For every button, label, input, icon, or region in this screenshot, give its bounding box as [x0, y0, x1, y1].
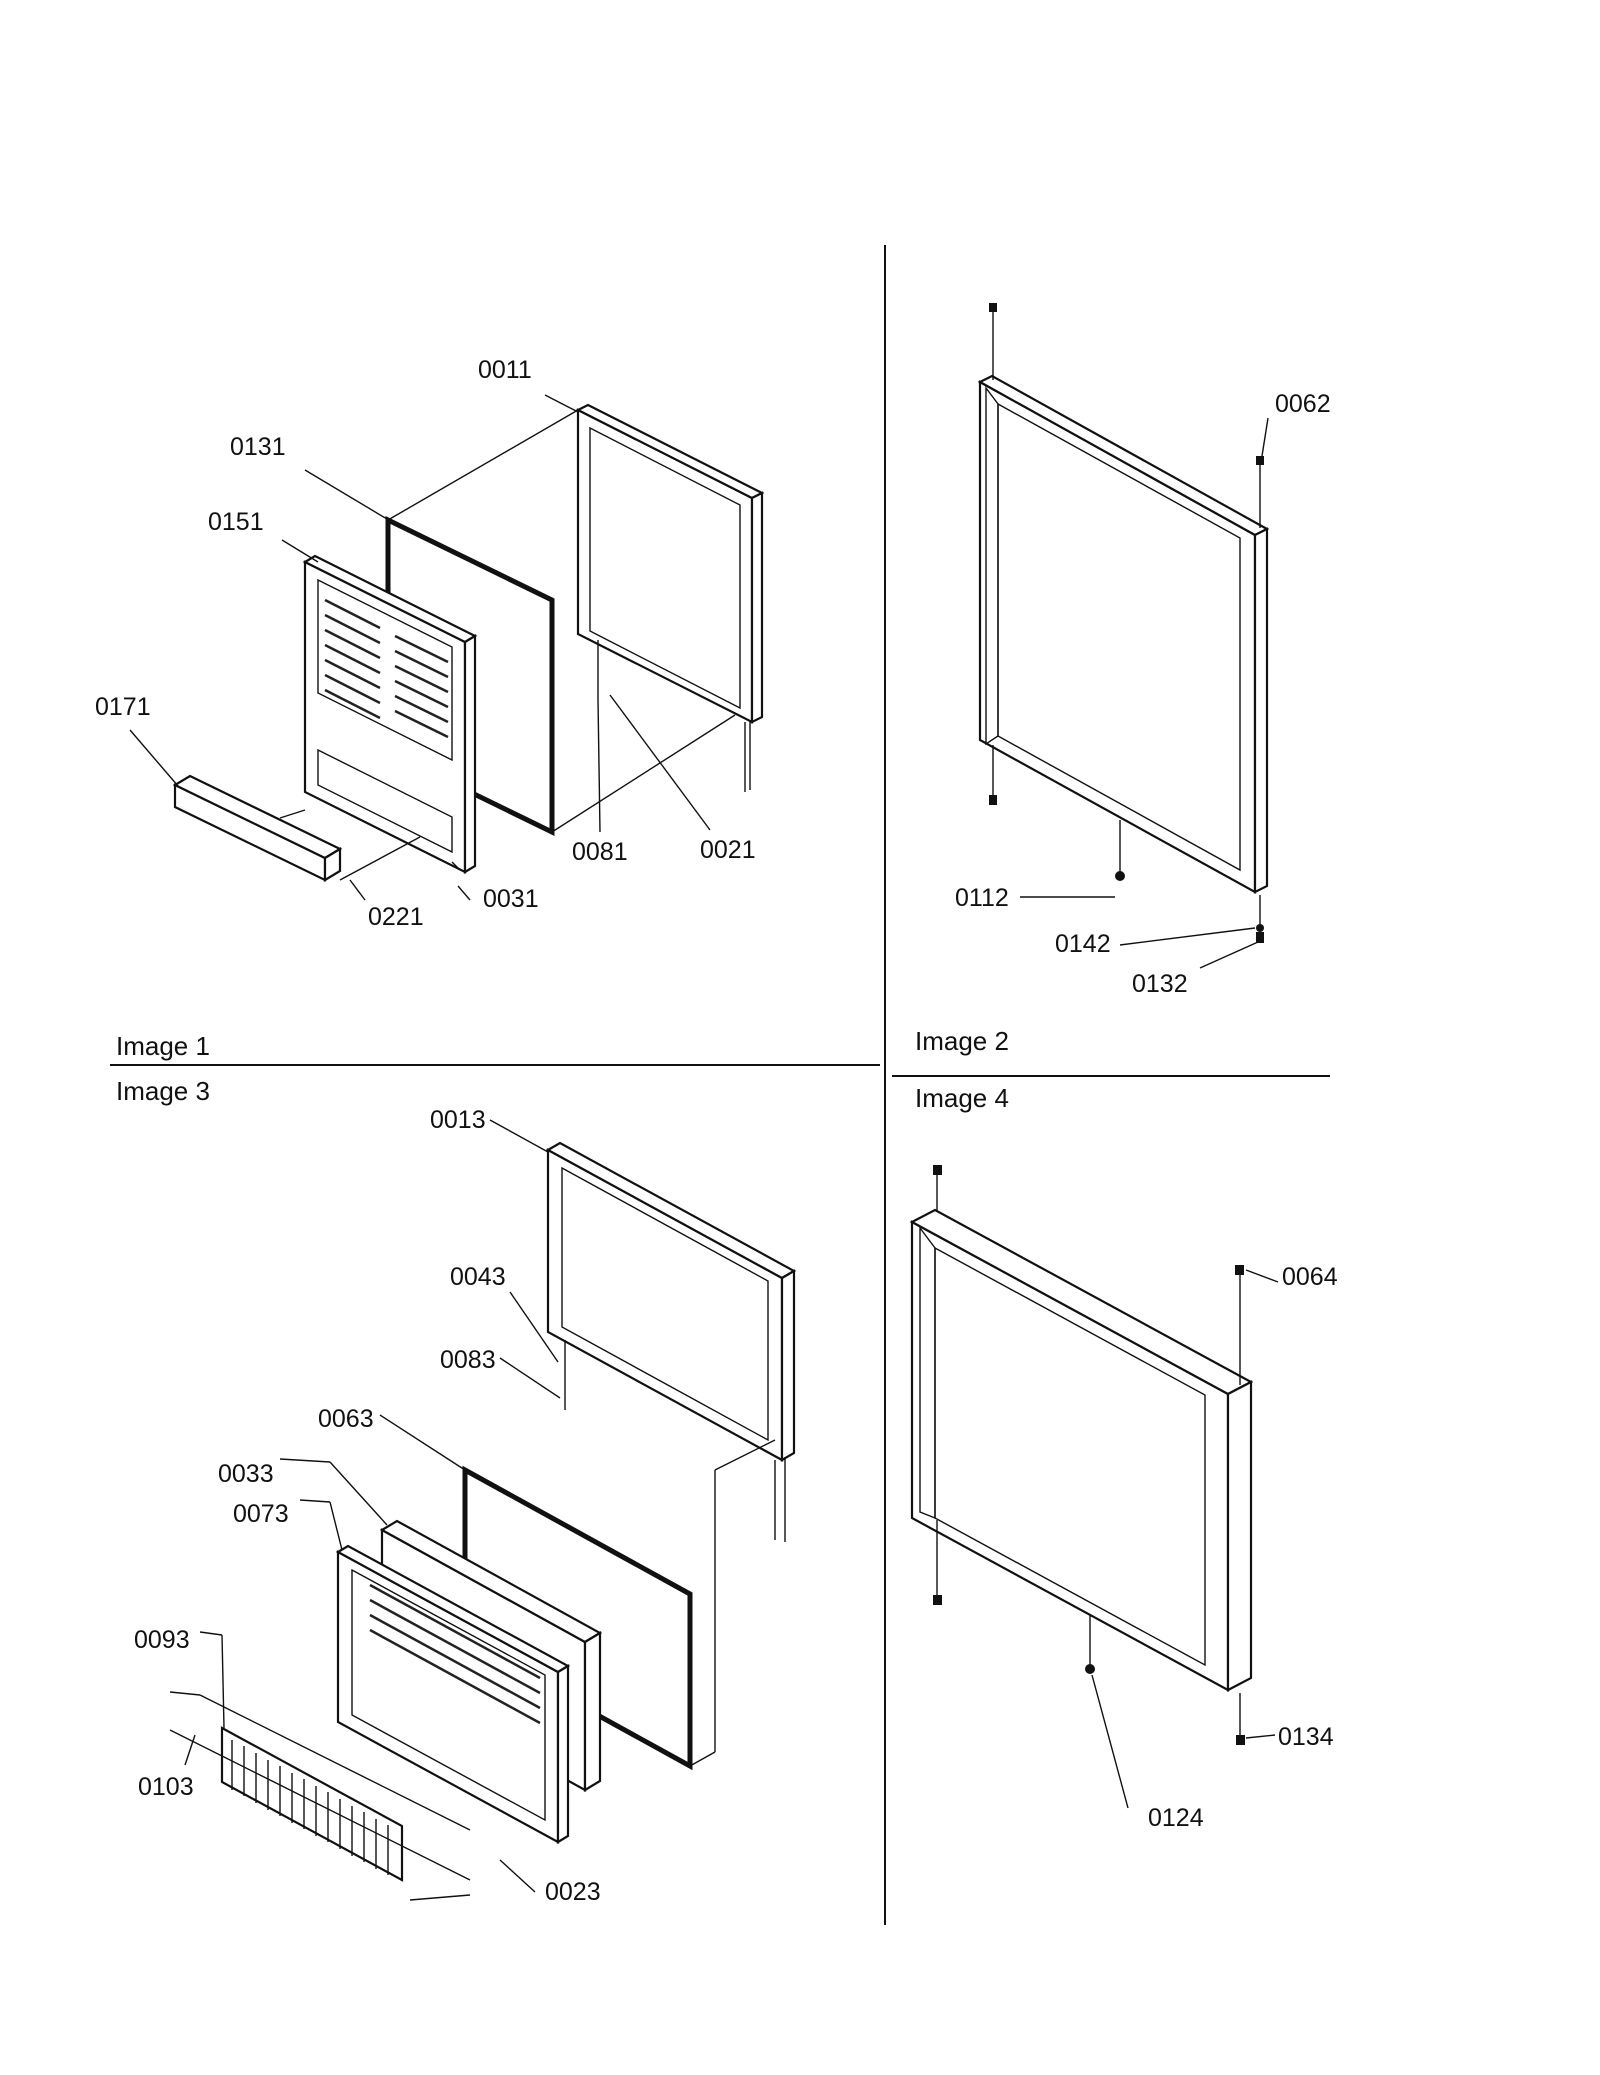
panel-image-4: Image 4 0064 0134 0124 [909, 1083, 1338, 1832]
callout-0132: 0132 [1132, 970, 1188, 998]
panel-image-3: Image 3 [116, 1076, 797, 1906]
callout-0081: 0081 [572, 838, 628, 866]
image-2-callouts [1020, 417, 1269, 969]
callout-0064: 0064 [1282, 1263, 1338, 1291]
callout-0023: 0023 [545, 1878, 601, 1906]
caption-image-4: Image 4 [915, 1083, 1009, 1113]
callout-0112: 0112 [955, 884, 1009, 912]
callout-0063: 0063 [318, 1405, 374, 1433]
callout-0151: 0151 [208, 508, 264, 536]
callout-0103: 0103 [138, 1773, 194, 1801]
image-1-leader-lines [279, 409, 736, 881]
callout-0033: 0033 [218, 1460, 274, 1488]
callout-0073: 0073 [233, 1500, 289, 1528]
callout-0131: 0131 [230, 433, 286, 461]
image-3-callouts [184, 1119, 561, 1893]
door-frame-0013 [545, 1141, 797, 1542]
callout-0171: 0171 [95, 693, 151, 721]
grille-0093 [220, 1726, 404, 1882]
callout-0043: 0043 [450, 1263, 506, 1291]
callout-0013: 0013 [430, 1106, 486, 1134]
callout-0221: 0221 [368, 903, 424, 931]
panel-dividers [110, 245, 1330, 1925]
door-frame-image-4 [909, 1208, 1254, 1692]
image-4-screws [933, 1165, 1245, 1745]
caption-image-2: Image 2 [915, 1026, 1009, 1056]
panel-image-2: 0062 0112 0142 0132 Image 2 [915, 303, 1331, 1056]
inner-door-0151 [302, 554, 478, 874]
callout-0134: 0134 [1278, 1723, 1334, 1751]
callout-0083: 0083 [440, 1346, 496, 1374]
callout-0093: 0093 [134, 1626, 190, 1654]
image-4-callouts [1091, 1269, 1279, 1809]
callout-0031: 0031 [483, 885, 539, 913]
caption-image-3: Image 3 [116, 1076, 210, 1106]
image-3-leader-lines [169, 1439, 776, 1901]
callout-0062: 0062 [1275, 390, 1331, 418]
callout-0021: 0021 [700, 836, 756, 864]
image-1-callouts [129, 394, 711, 901]
callout-0011: 0011 [478, 356, 532, 384]
image-2-screws [989, 303, 1264, 943]
door-frame-0011 [575, 403, 765, 792]
caption-image-1: Image 1 [116, 1031, 210, 1061]
callout-0124: 0124 [1148, 1804, 1204, 1832]
door-frame-image-2 [977, 374, 1270, 894]
panel-image-1: 0011 0131 0151 0171 0081 0021 0031 0221 … [95, 356, 765, 1061]
callout-0142: 0142 [1055, 930, 1111, 958]
door-shelf-0171 [172, 774, 343, 882]
inner-door-0073 [335, 1544, 571, 1844]
